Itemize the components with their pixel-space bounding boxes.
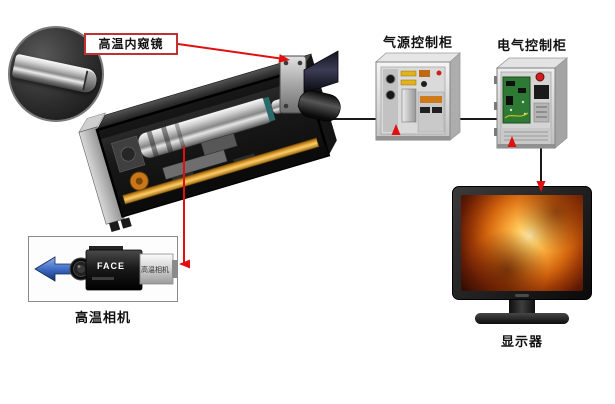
monitor-stand [509,300,535,313]
monitor [452,186,592,324]
camera-caption: 高温相机 [74,310,131,325]
cabinet-side-face [554,57,568,149]
camera-body: FACE [85,246,143,291]
valve-handle [400,70,417,77]
pressure-gauge [385,90,396,100]
carriage [162,149,228,180]
linear-rail [122,137,320,205]
monitor-logo [515,294,529,297]
monitor-base [475,313,569,324]
wire [504,112,529,119]
unit-interior [95,67,331,218]
flange-assembly [279,50,341,122]
camera-illustration: FACE 高温相机 [34,246,177,291]
pressure-gauge [385,74,396,84]
monitor-caption: 显示器 [500,334,543,349]
camera-photo-frame: FACE 高温相机 [28,236,178,302]
electric-cabinet-label: 电气控制柜 [496,38,567,53]
air-cabinet-illustration [374,52,462,141]
door-hinge [494,102,497,110]
electric-cabinet-illustration [494,57,569,149]
camera-cylinder: 高温相机 [139,253,177,285]
air-tank [401,88,417,123]
main-unit-illustration [78,50,341,233]
cabinet-top-face [374,52,462,63]
door-hinge [494,76,497,84]
unit-foot [109,220,121,233]
barrel-ring [262,96,276,122]
indicator-lamp [436,70,442,76]
camera-brand-text: FACE [97,261,125,271]
camera-arrow-icon [179,259,190,269]
viewing-cone [303,50,339,94]
endoscope-label: 高温内窥镜 [84,33,178,55]
unit-foot [120,217,132,229]
lens-cylinder [298,90,341,122]
emergency-button [535,72,545,82]
relay-module [534,85,549,99]
monitor-screen [461,195,583,291]
door-hinge [494,128,497,136]
valve-handle [400,79,417,86]
air-cabinet-label: 气源控制柜 [382,35,453,50]
camera-cylinder-text: 高温相机 [141,265,169,274]
cabinet-side-face [449,52,461,141]
monitor-bezel [452,186,592,300]
